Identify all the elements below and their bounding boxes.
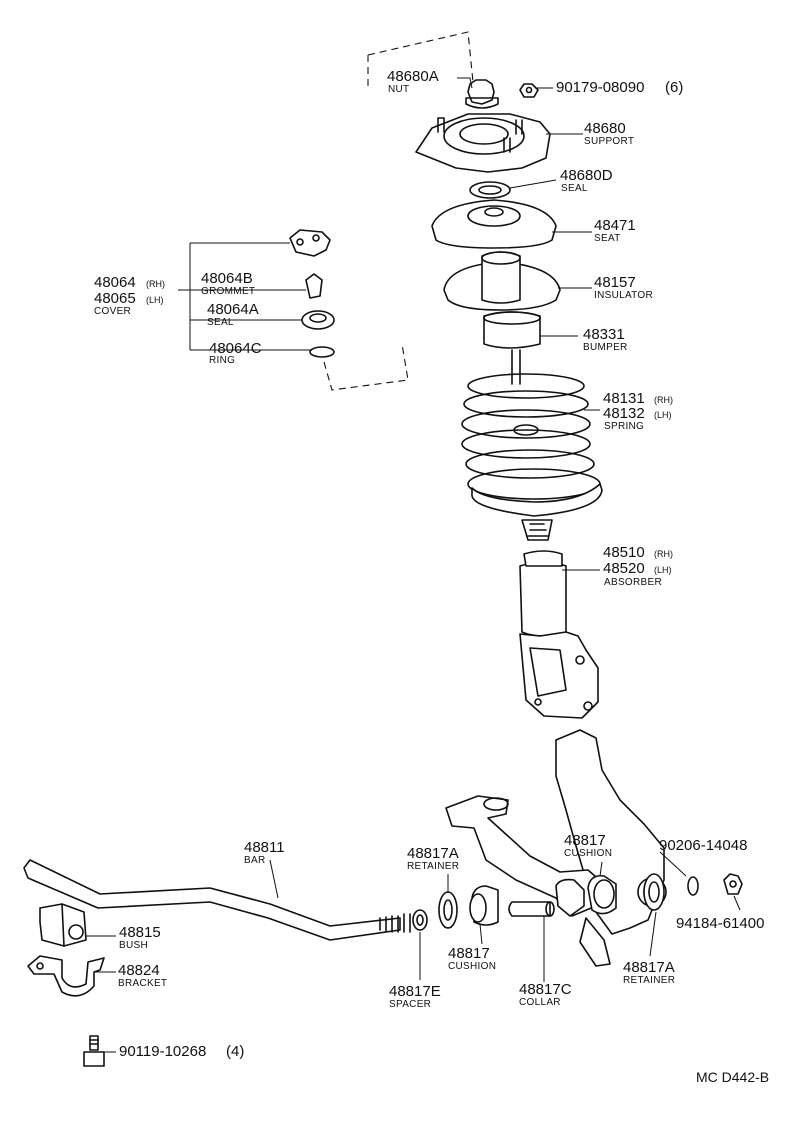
retainer-left-number: 48817A xyxy=(407,845,459,862)
spacer-number: 48817E xyxy=(389,983,441,1000)
bumper-number: 48331 xyxy=(583,326,625,343)
absorber-suffix: (RH) xyxy=(654,549,673,559)
support-48680-drawing xyxy=(415,113,551,173)
bolt90179-qty: (6) xyxy=(665,79,683,96)
spring-number2: 48132 xyxy=(603,405,645,422)
retainer-48817a-right-drawing xyxy=(643,873,665,911)
bracket-number: 48824 xyxy=(118,962,160,979)
collar-48817c-drawing xyxy=(508,901,555,917)
cushion-48817-upper-drawing xyxy=(587,874,617,915)
nut-name: NUT xyxy=(388,84,409,95)
bumper-48331-drawing xyxy=(483,311,541,349)
cushion-lower-number: 48817 xyxy=(448,945,490,962)
nut94184-number: 94184-61400 xyxy=(676,915,764,932)
nut-90179-drawing xyxy=(519,83,539,98)
seat-name: SEAT xyxy=(594,233,621,244)
leader-90206 xyxy=(659,851,687,877)
bar-number: 48811 xyxy=(244,839,285,856)
nut-48680a-drawing xyxy=(465,79,499,109)
bush-number: 48815 xyxy=(119,924,161,941)
bracket-name: BRACKET xyxy=(118,978,167,989)
cushion-upper-name: CUSHION xyxy=(564,848,612,859)
retainer-left-name: RETAINER xyxy=(407,861,459,872)
grommet-name: GROMMET xyxy=(201,286,255,297)
piston-rod-drawing xyxy=(511,349,521,385)
retainer-48817a-left-drawing xyxy=(438,891,458,929)
seal-a-name: SEAL xyxy=(207,317,234,328)
ring-number: 48064C xyxy=(209,340,262,357)
nut90206-number: 90206-14048 xyxy=(659,837,747,854)
seal-48680d-drawing xyxy=(469,181,511,199)
spacer-name: SPACER xyxy=(389,999,431,1010)
nut-number: 48680A xyxy=(387,68,439,85)
nut-94184-drawing xyxy=(723,873,743,895)
stabilizer-bar-48811-drawing xyxy=(23,859,428,941)
insulator-48157-drawing xyxy=(443,251,561,311)
seat-48471-drawing xyxy=(431,199,557,249)
cover-48064-drawing xyxy=(289,229,331,257)
cover-number: 48064 xyxy=(94,274,136,291)
cover-group-bracket xyxy=(178,242,312,351)
bolt90119-number: 90119-10268 xyxy=(119,1043,206,1060)
spring-suffix: (RH) xyxy=(654,395,673,405)
spring-48131-drawing xyxy=(461,373,603,517)
absorber-number2: 48520 xyxy=(603,560,645,577)
absorber-name: ABSORBER xyxy=(604,577,662,588)
grommet-48064b-drawing xyxy=(305,273,323,299)
ring-48064c-drawing xyxy=(309,346,335,358)
cushion-upper-number: 48817 xyxy=(564,832,606,849)
washer-90206-drawing xyxy=(687,876,699,896)
absorber-suffix2: (LH) xyxy=(654,565,672,575)
spring-suffix2: (LH) xyxy=(654,410,672,420)
leader-nut xyxy=(457,77,473,89)
bolt-90119-drawing xyxy=(83,1035,105,1067)
leader-94184 xyxy=(733,895,741,911)
cushion-lower-name: CUSHION xyxy=(448,961,496,972)
leader-bar xyxy=(269,859,279,899)
seal-d-number: 48680D xyxy=(560,167,613,184)
insulator-number: 48157 xyxy=(594,274,636,291)
cover-suffix: (RH) xyxy=(146,279,165,289)
seal-48064a-drawing xyxy=(301,310,335,330)
absorber-48510-drawing xyxy=(519,550,599,719)
dashed-group-outline xyxy=(367,31,475,93)
leader-retainer-right xyxy=(649,911,657,957)
leader-cushion-upper xyxy=(599,861,603,877)
support-name: SUPPORT xyxy=(584,136,634,147)
ring-name: RING xyxy=(209,355,235,366)
spring-name: SPRING xyxy=(604,421,644,432)
reference-code: MC D442-B xyxy=(696,1069,769,1085)
absorber-number: 48510 xyxy=(603,544,645,561)
cover-name: COVER xyxy=(94,306,131,317)
collar-number: 48817C xyxy=(519,981,572,998)
bumper-name: BUMPER xyxy=(583,342,628,353)
spring-number: 48131 xyxy=(603,390,645,407)
leader-seal-d xyxy=(509,179,557,189)
bush-name: BUSH xyxy=(119,940,148,951)
leader-cushion-lower xyxy=(479,923,483,945)
retainer-right-name: RETAINER xyxy=(623,975,675,986)
bush-48815-drawing xyxy=(39,903,87,947)
collar-name: COLLAR xyxy=(519,997,561,1008)
support-number: 48680 xyxy=(584,120,626,137)
insulator-name: INSULATOR xyxy=(594,290,653,301)
dashed-cover-outline xyxy=(323,343,409,391)
lower-arm-drawing xyxy=(445,795,605,917)
retainer-right-number: 48817A xyxy=(623,959,675,976)
seat-number: 48471 xyxy=(594,217,636,234)
bolt90179-number: 90179-08090 xyxy=(556,79,644,96)
grommet-number: 48064B xyxy=(201,270,253,287)
seal-d-name: SEAL xyxy=(561,183,588,194)
cover-suffix2: (LH) xyxy=(146,295,164,305)
cushion-48817-lower-drawing xyxy=(469,885,499,926)
seal-a-number: 48064A xyxy=(207,301,259,318)
bracket-48824-drawing xyxy=(27,955,105,997)
cover-number2: 48065 xyxy=(94,290,136,307)
bolt90119-qty: (4) xyxy=(226,1043,244,1060)
bar-name: BAR xyxy=(244,855,265,866)
